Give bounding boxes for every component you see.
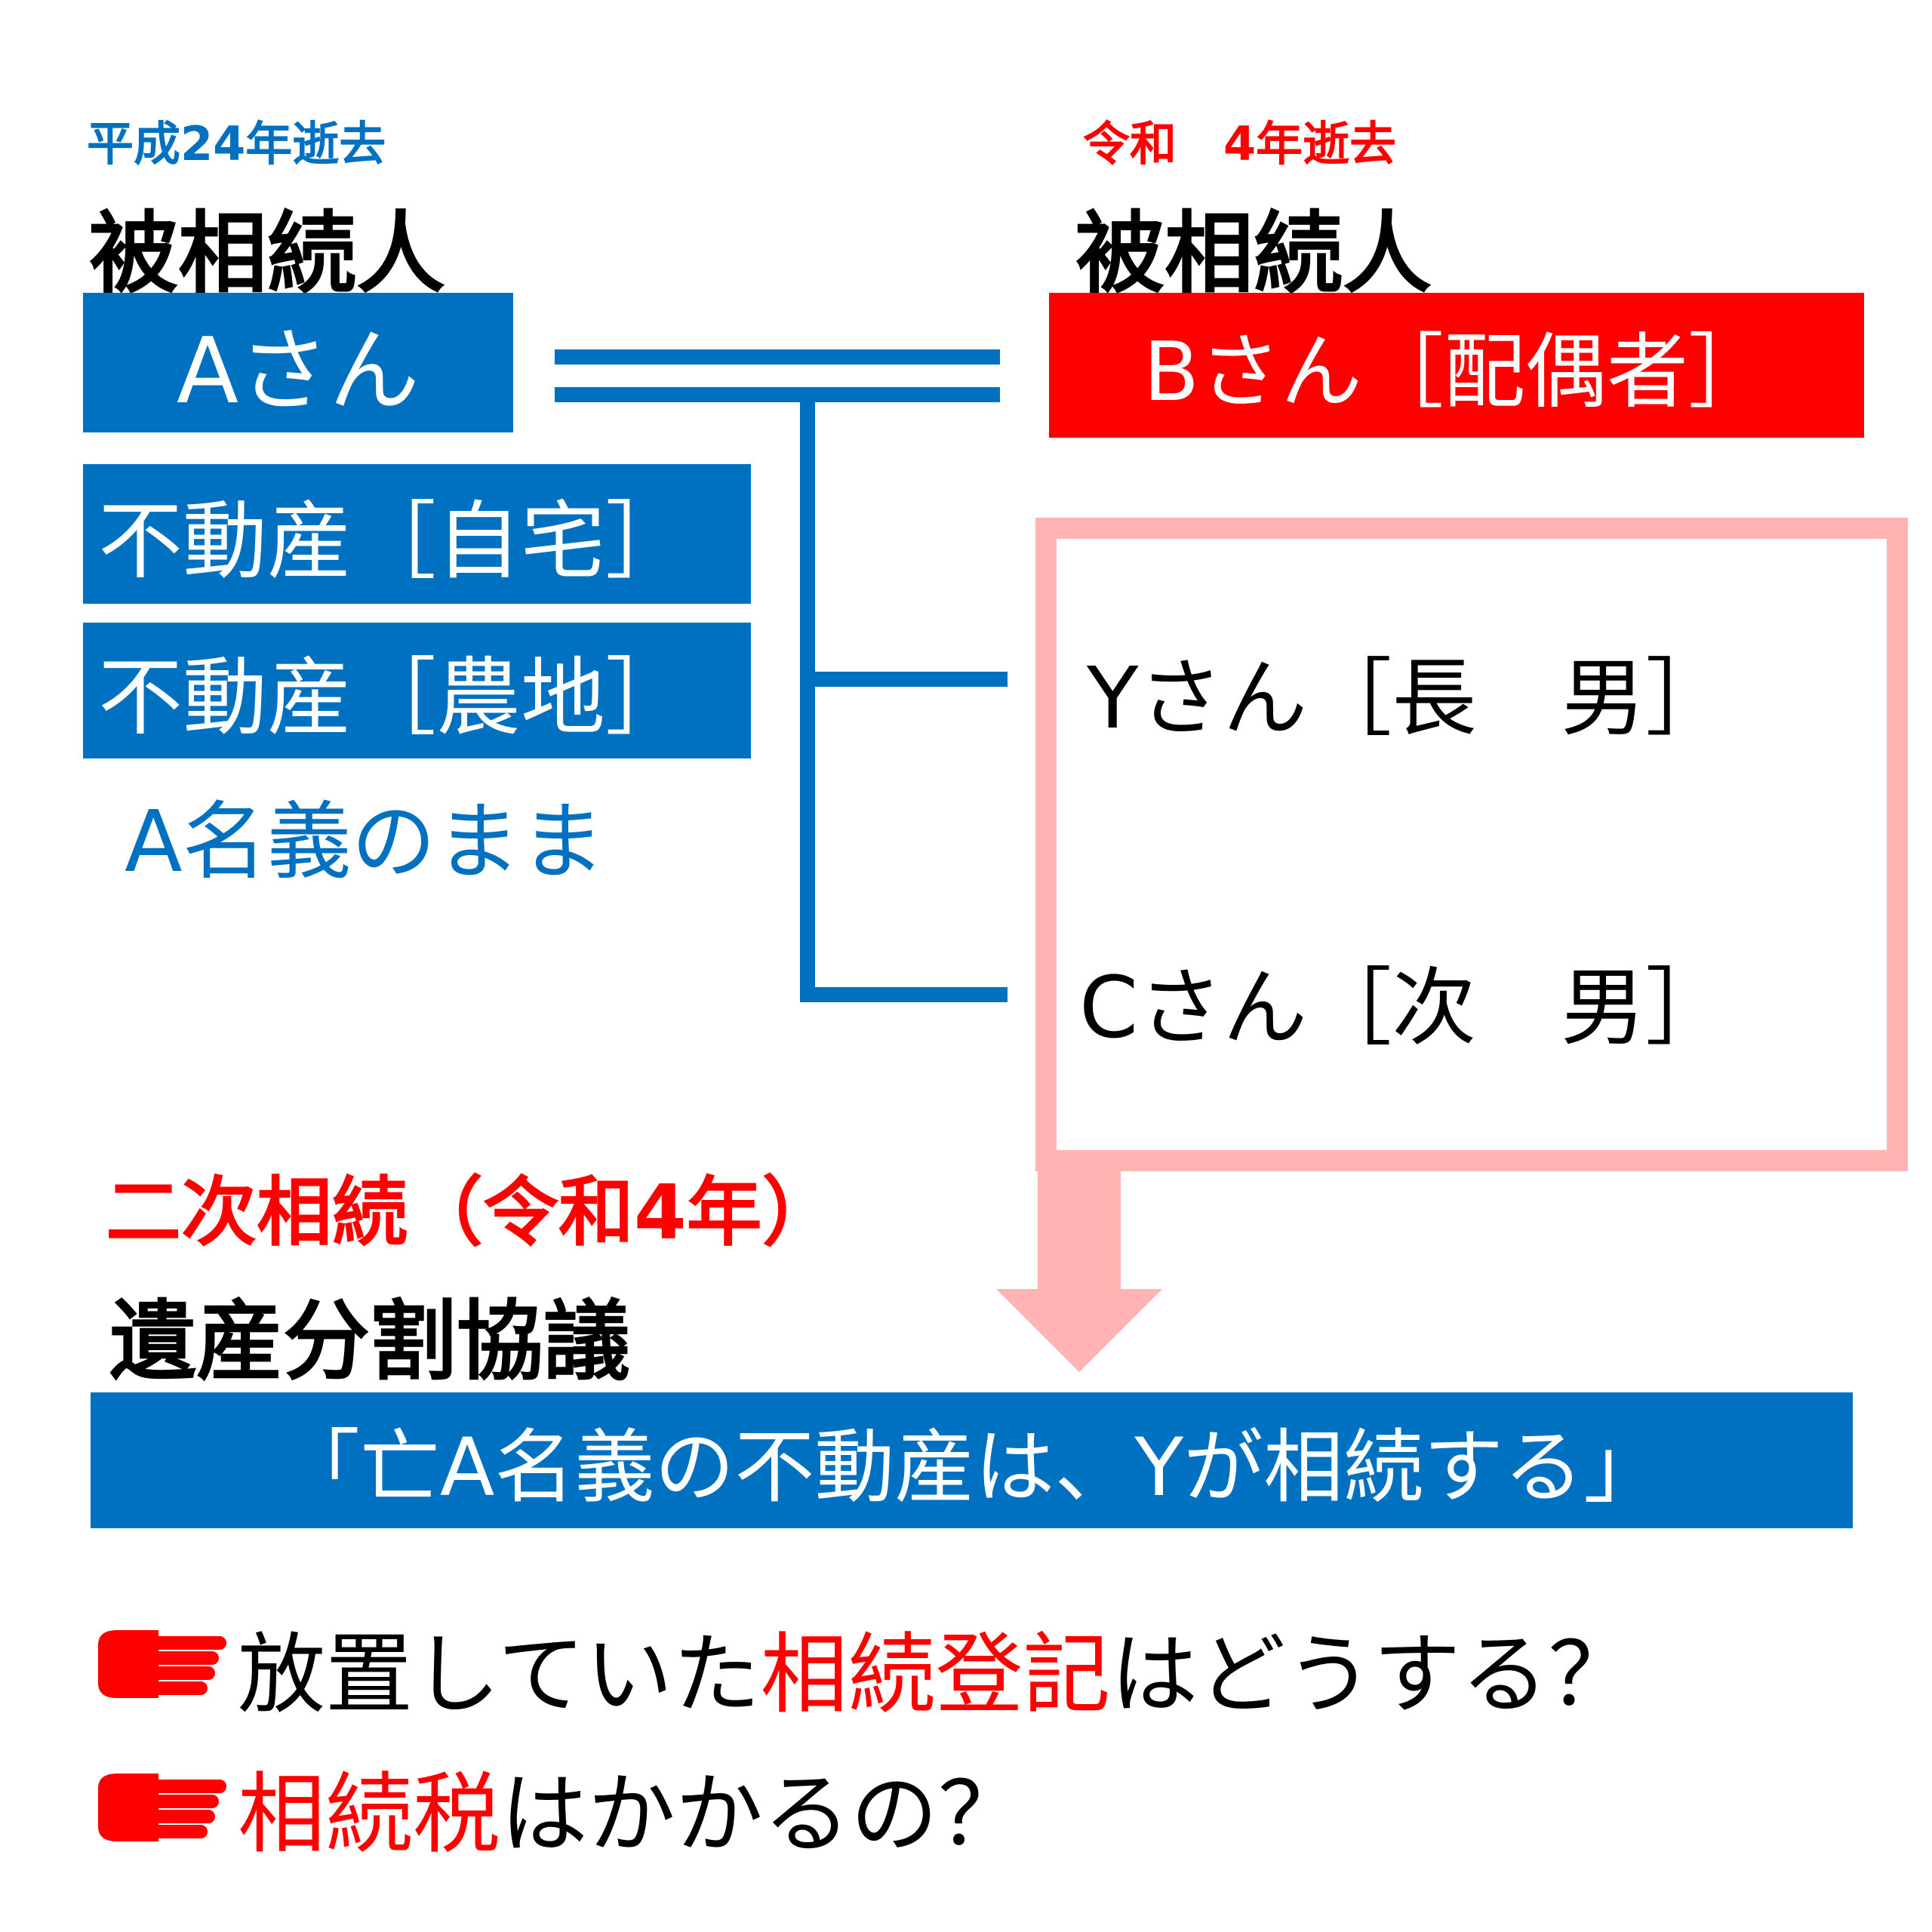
- question-2: 相続税はかかるの？: [238, 1743, 1026, 1870]
- person-b-name: Bさん［配偶者］: [1143, 325, 1770, 420]
- agreement-content-box: 「亡A名義の不動産は、Yが相続する」: [91, 1392, 1853, 1528]
- person-a-death-note: 平成24年逝去: [87, 116, 386, 171]
- person-a-role: 被相続人: [89, 202, 446, 306]
- question-2-part-1: 相続税: [238, 1764, 500, 1866]
- family-tree-trunk: [800, 387, 815, 1002]
- question-1: 放置していた相続登記はどうする？: [238, 1604, 1636, 1730]
- marriage-line-lower: [555, 387, 1000, 402]
- person-b-name-box: Bさん［配偶者］: [1049, 293, 1864, 438]
- agreement-content: 「亡A名義の不動産は、Yが相続する」: [279, 1421, 1664, 1514]
- secondary-inheritance-label: 二次相続（令和4年）: [106, 1168, 838, 1257]
- pointing-hand-icon: [98, 1630, 226, 1698]
- asset-home-box: 不動産［自宅］: [83, 464, 751, 604]
- child-eldest: Yさん［長 男］: [1087, 650, 1730, 748]
- heirs-frame: [1035, 518, 1908, 1171]
- asset-title-note: A名義のまま: [125, 793, 605, 891]
- person-b-role: 被相続人: [1075, 202, 1432, 306]
- question-1-part-1: 放置していた: [238, 1624, 761, 1726]
- question-1-part-3: はどうする？: [1110, 1624, 1636, 1726]
- child-second: Cさん［次 男］: [1079, 959, 1730, 1057]
- agreement-title: 遺産分割協議: [109, 1291, 631, 1392]
- person-b-death-note: 令和 4年逝去: [1083, 116, 1397, 171]
- question-2-part-2: はかかるの？: [500, 1764, 1026, 1866]
- person-a-name-box: Aさん: [83, 293, 513, 432]
- asset-farmland: 不動産［農地］: [98, 649, 690, 747]
- branch-line-eldest: [800, 672, 1008, 687]
- asset-farmland-box: 不動産［農地］: [83, 623, 751, 758]
- marriage-line-upper: [555, 349, 1000, 365]
- question-1-part-2: 相続登記: [760, 1624, 1111, 1726]
- branch-line-second: [800, 987, 1008, 1002]
- person-a-name: Aさん: [176, 318, 420, 424]
- pointing-hand-icon: [98, 1774, 226, 1841]
- asset-home: 不動産［自宅］: [98, 492, 690, 591]
